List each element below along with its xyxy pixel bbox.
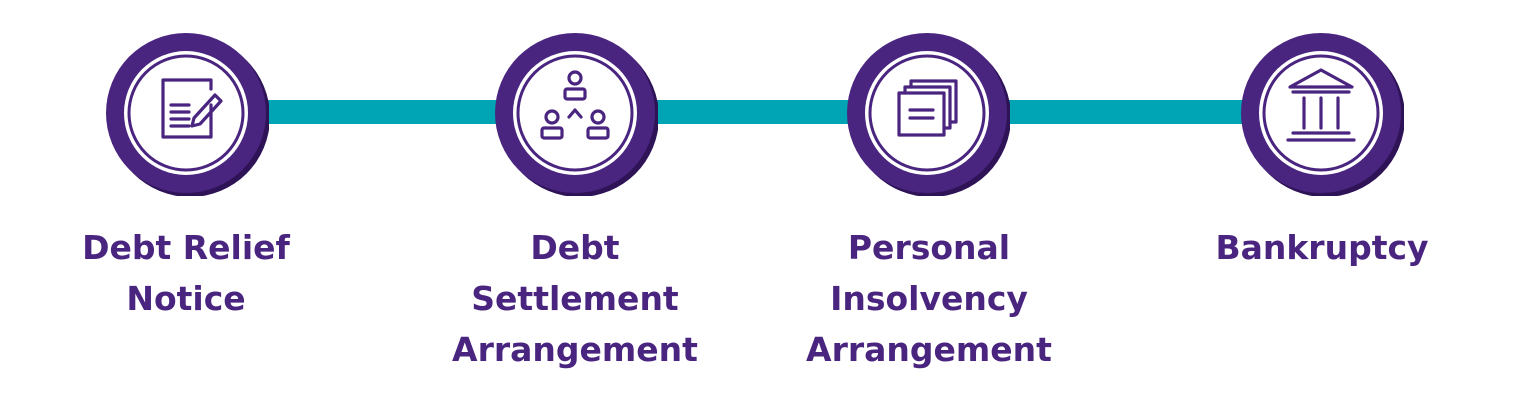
step-4-label-line-1: Bankruptcy [1215, 228, 1429, 267]
document-edit-icon [161, 78, 223, 139]
step-1-label-line-1: Debt Relief [82, 228, 290, 267]
step-3-node [844, 30, 1010, 196]
step-3-label-line-1: Personal [847, 228, 1011, 267]
step-2-node [492, 30, 658, 196]
step-3-ring [847, 33, 1010, 196]
step-4-node [1238, 30, 1404, 196]
step-2-label-line-3: Arrangement [452, 330, 698, 369]
step-4-label: Bankruptcy [1162, 222, 1482, 273]
bank-building-icon [1286, 68, 1356, 142]
step-4-ring [1241, 33, 1404, 196]
step-3-label-line-3: Arrangement [806, 330, 1052, 369]
step-2-ring [495, 33, 658, 196]
step-3-label: Personal Insolvency Arrangement [769, 222, 1089, 375]
step-2-label: Debt Settlement Arrangement [415, 222, 735, 375]
step-2-label-line-1: Debt [530, 228, 620, 267]
step-1-ring [106, 33, 269, 196]
org-chart-icon [540, 70, 610, 140]
step-1-label: Debt Relief Notice [26, 222, 346, 324]
connector-3-4 [1003, 100, 1243, 124]
stacked-documents-icon [897, 79, 958, 137]
step-1-label-line-2: Notice [126, 279, 246, 318]
connector-2-3 [652, 100, 852, 124]
step-3-label-line-2: Insolvency [830, 279, 1028, 318]
step-1-node [103, 30, 269, 196]
step-2-label-line-2: Settlement [471, 279, 679, 318]
connector-1-2 [265, 100, 500, 124]
